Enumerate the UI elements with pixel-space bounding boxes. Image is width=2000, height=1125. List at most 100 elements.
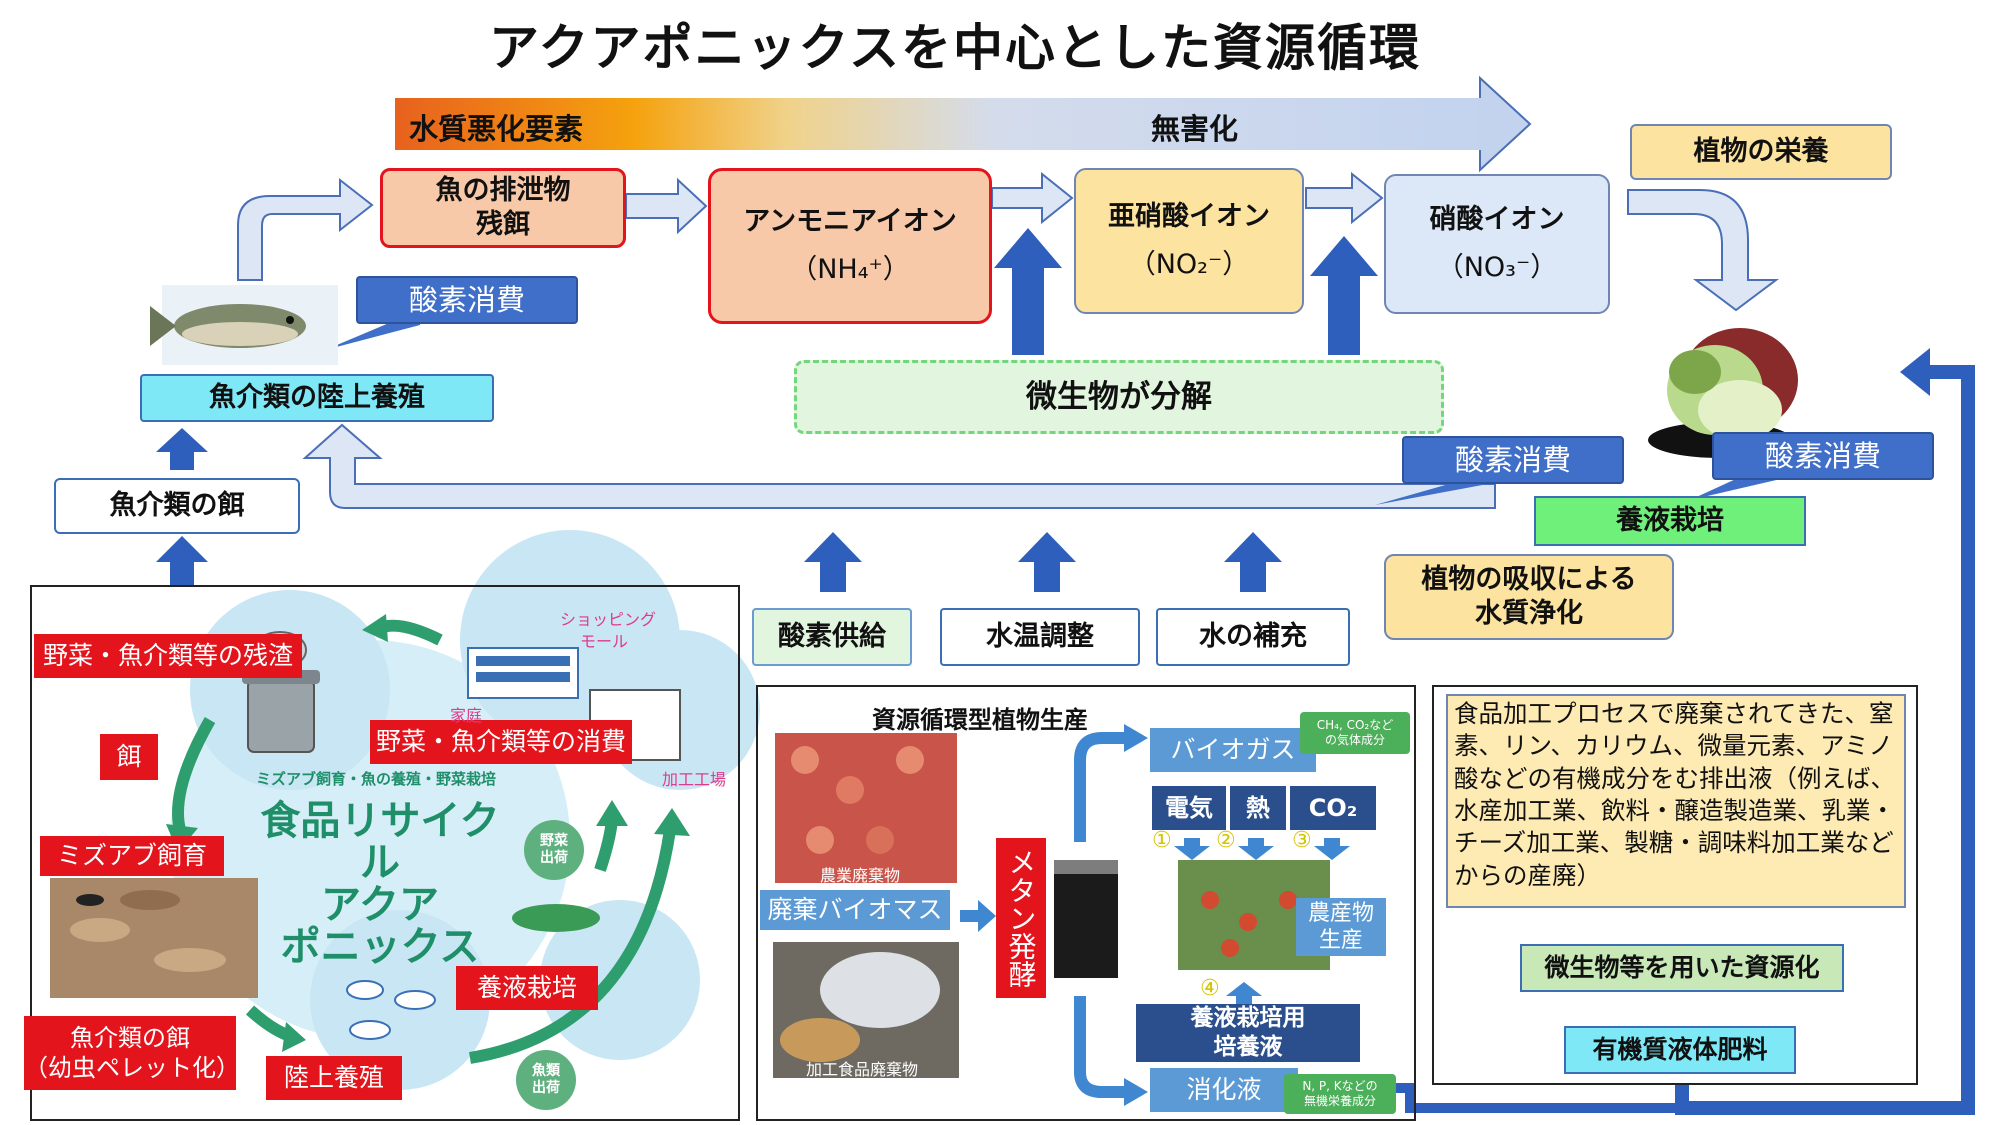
- digestate-note-line1: N, P, Kなどの: [1302, 1079, 1378, 1093]
- fish-feed-label: 魚介類の餌 （幼虫ペレット化）: [24, 1016, 240, 1090]
- page-title: アクアポニックスを中心とした資源循環: [489, 19, 1421, 77]
- nitrite-node: 亜硝酸イオン （NO₂⁻）: [1074, 168, 1304, 314]
- resource-step: 微生物等を用いた資源化: [1520, 944, 1844, 992]
- fish-feed-line2: （幼虫ペレット化）: [24, 1054, 240, 1082]
- feed-up-arrow: [156, 428, 208, 470]
- oxygen-tag-pointer-2: [1375, 478, 1520, 505]
- biomass-label: 廃棄バイオマス: [760, 890, 950, 930]
- consumption-label: 野菜・魚介類等の消費: [370, 720, 632, 764]
- food-waste-caption: 加工食品廃棄物: [806, 1060, 919, 1079]
- effluent-text: 食品加工プロセスで廃棄されてきた、窒素、リン、カリウム、微量元素、アミノ酸などの…: [1446, 694, 1906, 908]
- culture-solution-label: 養液栽培用 培養液: [1136, 1004, 1360, 1062]
- microbe-node: 微生物が分解: [794, 360, 1444, 434]
- oxygen-consumption-tag-2: 酸素消費: [1402, 436, 1624, 484]
- plant-nutrition-label: 植物の栄養: [1630, 124, 1892, 180]
- digest-to-fertilizer-line: [1390, 1083, 1682, 1113]
- fish-ship-line2: 出荷: [532, 1080, 560, 1096]
- recycle-center-text: 食品リサイクル アクア ポニックス: [250, 800, 510, 968]
- nitrate-formula: （NO₃⁻）: [1436, 252, 1558, 283]
- produce-label: 農産物 生産: [1296, 898, 1386, 956]
- veg-ship-line1: 野菜: [540, 832, 568, 849]
- land-culture-label: 陸上養殖: [266, 1056, 402, 1100]
- banner-right-label: 無害化: [1151, 112, 1239, 146]
- purification-node: 植物の吸収による 水質浄化: [1384, 554, 1674, 640]
- fish-to-waste-arrow: [237, 177, 374, 281]
- mall-text: モール: [580, 632, 629, 651]
- hydroponics-node: 養液栽培: [1534, 496, 1806, 546]
- oxygen-consumption-tag-1: 酸素消費: [356, 276, 578, 324]
- biogas-label: バイオガス: [1150, 728, 1316, 772]
- gas-note-line2: の気体成分: [1324, 733, 1385, 747]
- water-quality-banner: 水質悪化要素 無害化: [395, 98, 1485, 150]
- fertilizer-step: 有機質液体肥料: [1564, 1026, 1796, 1074]
- purification-line1: 植物の吸収による: [1421, 564, 1637, 596]
- biomass-panel-graphics: [773, 724, 1350, 1106]
- nitrite-name: 亜硝酸イオン: [1108, 201, 1270, 233]
- ammonium-name: アンモニアイオン: [743, 206, 957, 238]
- methane-text: メタン発酵: [1004, 848, 1038, 988]
- factory-text: 加工工場: [662, 770, 727, 789]
- oxygen-up-arrow: [804, 532, 862, 592]
- ammonium-node: アンモニアイオン （NH₄⁺）: [708, 168, 992, 324]
- co2-label: CO₂: [1290, 786, 1376, 830]
- fertilizer-return-line: [1675, 365, 1975, 1115]
- methane-label: メタン発酵: [996, 838, 1046, 998]
- panel-hydroponics-label: 養液栽培: [456, 966, 598, 1010]
- biomass-heading: 資源循環型植物生産: [872, 706, 1088, 734]
- number-4: ④: [1200, 976, 1220, 1001]
- bsf-label: ミズアブ飼育: [40, 836, 224, 876]
- produce-line1: 農産物: [1307, 900, 1374, 926]
- banner-left-label: 水質悪化要素: [409, 112, 584, 146]
- ammonium-formula: （NH₄⁺）: [790, 254, 910, 285]
- fish-ship-line1: 魚類: [532, 1062, 560, 1079]
- electric-label: 電気: [1152, 786, 1226, 830]
- oxygen-tag-pointer-3: [1690, 478, 1785, 500]
- oxygen-consumption-tag-3: 酸素消費: [1712, 432, 1934, 480]
- nitrate-name: 硝酸イオン: [1429, 204, 1565, 236]
- fish-ship-badge: 魚類 出荷: [516, 1050, 576, 1110]
- nitrite-to-nitrate-arrow: [1305, 171, 1384, 225]
- number-3: ③: [1292, 828, 1312, 853]
- temp-up-arrow: [1018, 532, 1076, 592]
- lettuce-icon: [1648, 328, 1798, 458]
- waste-line1: 魚の排泄物: [435, 175, 571, 207]
- number-1: ①: [1152, 828, 1172, 853]
- bait-label: 餌: [100, 734, 158, 780]
- digestate-note-line2: 無機栄養成分: [1303, 1094, 1376, 1108]
- microbe-up-arrow-2: [1310, 236, 1378, 355]
- panel-caption: ミズアブ飼育・魚の養殖・野菜栽培: [256, 770, 497, 788]
- gas-note: CH₄, CO₂など の気体成分: [1300, 712, 1410, 754]
- panel-up-arrow: [156, 536, 208, 585]
- food-recycle-panel: [30, 585, 740, 1121]
- veg-ship-badge: 野菜 出荷: [524, 820, 584, 880]
- culture-line2: 培養液: [1213, 1034, 1283, 1060]
- waste-to-ammonium-arrow: [625, 177, 708, 235]
- waste-node: 魚の排泄物 残餌: [380, 168, 626, 248]
- digestate-note: N, P, Kなどの 無機栄養成分: [1284, 1074, 1396, 1114]
- waste-line2: 残餌: [476, 209, 530, 240]
- nitrate-to-plant-arrow: [1627, 189, 1779, 312]
- produce-line2: 生産: [1318, 928, 1363, 953]
- recycle-center-line3: ポニックス: [280, 924, 480, 970]
- fertilizer-return-head: [1900, 348, 1930, 396]
- agri-waste-caption: 農業廃棄物: [820, 866, 901, 885]
- temperature-node: 水温調整: [940, 608, 1140, 666]
- shopping-text: ショッピング: [560, 610, 657, 629]
- feed-node: 魚介類の餌: [54, 478, 300, 534]
- home-text: 家庭: [450, 706, 483, 725]
- digestate-label: 消化液: [1150, 1068, 1298, 1112]
- fish-icon: [150, 285, 338, 365]
- nitrite-formula: （NO₂⁻）: [1128, 249, 1250, 280]
- aquaculture-node: 魚介類の陸上養殖: [140, 374, 494, 422]
- biomass-panel: [756, 685, 1416, 1121]
- ammonium-to-nitrite-arrow: [991, 171, 1074, 225]
- number-2: ②: [1216, 828, 1236, 853]
- microbe-up-arrow-1: [994, 228, 1062, 355]
- return-to-aquaculture-arrow: [302, 423, 1496, 509]
- water-supply-node: 水の補充: [1156, 608, 1350, 666]
- purification-line2: 水質浄化: [1475, 598, 1583, 629]
- fish-feed-line1: 魚介類の餌: [70, 1024, 190, 1052]
- banner-arrow-head: [1479, 75, 1532, 173]
- culture-line1: 養液栽培用: [1190, 1005, 1306, 1032]
